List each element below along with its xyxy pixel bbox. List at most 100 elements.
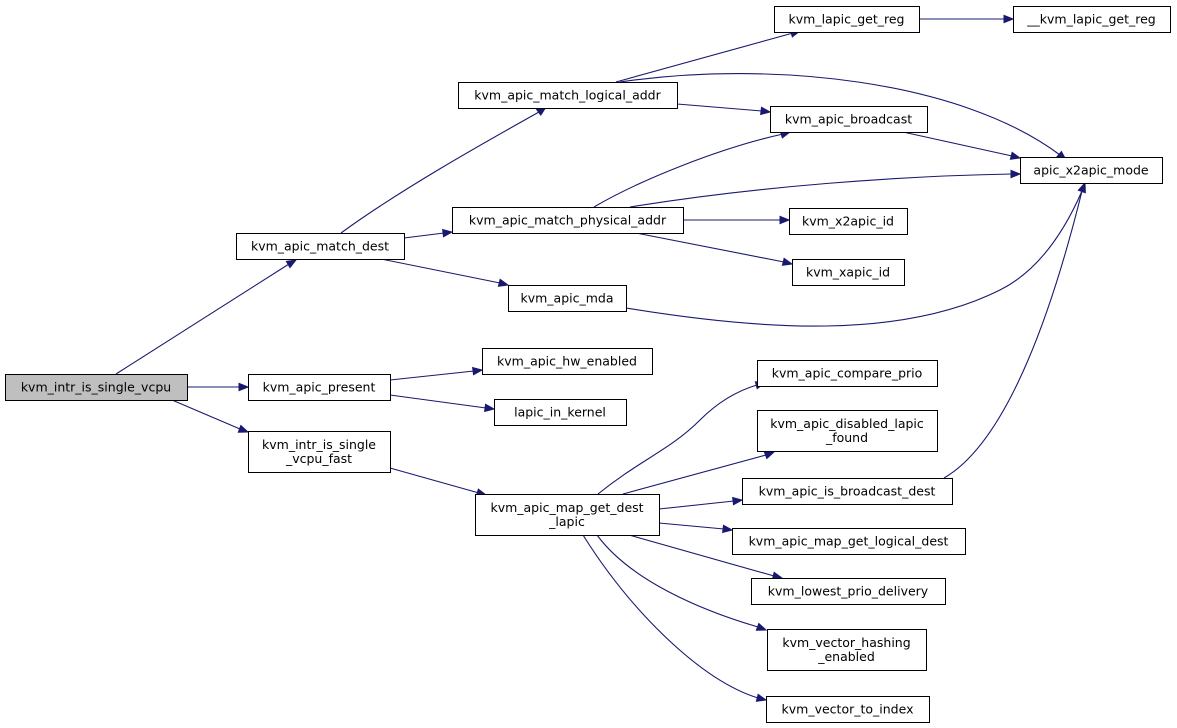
node-map-logical-dest[interactable]: kvm_apic_map_get_logical_dest xyxy=(732,528,966,555)
edge-line xyxy=(635,232,785,263)
edge-root-to-single_fast xyxy=(171,399,250,433)
edge-mda-to-x2apic_mode xyxy=(625,181,1086,327)
node-match-logical[interactable]: kvm_apic_match_logical_addr xyxy=(458,82,678,109)
edge-map_get_dest-to-hashing_enabled xyxy=(596,534,768,631)
node-lowest-prio[interactable]: kvm_lowest_prio_delivery xyxy=(751,578,946,605)
edge-line xyxy=(582,534,759,699)
node-box xyxy=(452,207,684,234)
node-hashing-enabled[interactable]: kvm_vector_hashing_enabled xyxy=(767,629,927,671)
node-box xyxy=(757,360,938,387)
node-hw-enabled[interactable]: kvm_apic_hw_enabled xyxy=(482,348,653,375)
arrowhead xyxy=(285,259,298,269)
edge-match_dest-to-mda xyxy=(380,258,510,287)
arrowhead xyxy=(1010,169,1022,179)
edge-map_get_dest-to-map_logical_dest xyxy=(658,522,734,534)
node-label: kvm_intr_is_single xyxy=(262,437,376,452)
edge-line xyxy=(380,258,501,284)
node-compare-prio[interactable]: kvm_apic_compare_prio xyxy=(757,360,938,387)
edge-line xyxy=(622,454,767,495)
node-label: __kvm_lapic_get_reg xyxy=(1026,12,1156,27)
node-disabled-lapic[interactable]: kvm_apic_disabled_lapic_found xyxy=(757,410,938,452)
arrowhead xyxy=(1077,181,1086,194)
arrowhead xyxy=(763,451,776,460)
node-xapic-id[interactable]: kvm_xapic_id xyxy=(792,259,905,286)
node-label: kvm_apic_match_physical_addr xyxy=(469,213,667,228)
edge-map_get_dest-to-is_broadcast_dest xyxy=(658,496,744,510)
node-label: kvm_apic_mda xyxy=(520,291,613,306)
edge-match_physical-to-xapic_id xyxy=(635,232,794,266)
node-label: kvm_vector_to_index xyxy=(782,702,914,717)
node-layer: kvm_intr_is_single_vcpu kvm_apic_match_de… xyxy=(5,6,1171,723)
edge-line xyxy=(628,534,775,577)
edge-root-to-present xyxy=(187,382,250,392)
node-label: kvm_apic_broadcast xyxy=(785,112,912,127)
node-box xyxy=(792,259,905,286)
node-box xyxy=(1020,157,1163,184)
node-box xyxy=(1013,6,1171,33)
node-label: kvm_apic_map_get_logical_dest xyxy=(749,534,949,549)
node-label: kvm_apic_compare_prio xyxy=(772,366,923,381)
node-label: kvm_vector_hashing xyxy=(782,635,910,650)
edge-line xyxy=(596,534,759,628)
node-box xyxy=(742,478,953,505)
node-mda[interactable]: kvm_apic_mda xyxy=(508,285,627,312)
node-x2apic-mode[interactable]: apic_x2apic_mode xyxy=(1020,157,1163,184)
node-single-fast[interactable]: kvm_intr_is_single_vcpu_fast xyxy=(248,431,391,473)
node-match-physical[interactable]: kvm_apic_match_physical_addr xyxy=(452,207,684,234)
arrowhead xyxy=(755,622,768,631)
node-map-get-dest[interactable]: kvm_apic_map_get_dest_lapic xyxy=(475,494,660,536)
node-vector-to-index[interactable]: kvm_vector_to_index xyxy=(766,696,930,723)
node-box xyxy=(757,410,938,452)
edge-line xyxy=(389,394,487,409)
node-label: kvm_x2apic_id xyxy=(802,214,894,229)
node-is-broadcast-dest[interactable]: kvm_apic_is_broadcast_dest xyxy=(742,478,953,505)
edge-line xyxy=(615,32,794,83)
arrowhead xyxy=(237,424,250,433)
edge-line xyxy=(619,73,1061,156)
node-label: _enabled xyxy=(817,649,875,664)
arrowhead xyxy=(760,106,772,116)
arrowhead xyxy=(779,215,791,225)
node-lapic-get-reg[interactable]: kvm_lapic_get_reg xyxy=(774,6,920,33)
arrowhead xyxy=(497,278,510,287)
node-label: kvm_lapic_get_reg xyxy=(789,12,905,27)
node-broadcast[interactable]: kvm_apic_broadcast xyxy=(770,106,928,133)
node-box xyxy=(482,348,653,375)
node-lapic-in-kernel[interactable]: lapic_in_kernel xyxy=(494,399,627,426)
node-box xyxy=(494,399,627,426)
node-box xyxy=(236,233,405,260)
node-label: _found xyxy=(825,430,868,445)
edge-line xyxy=(389,467,480,494)
edge-lapic_get_reg-to-__lapic_get_reg xyxy=(919,14,1015,24)
node-box xyxy=(770,106,928,133)
node-label: kvm_apic_map_get_dest xyxy=(490,500,643,515)
arrowhead xyxy=(1003,14,1015,24)
node-label: lapic_in_kernel xyxy=(514,405,606,420)
node-box xyxy=(732,528,966,555)
edge-broadcast-to-x2apic_mode xyxy=(902,131,1022,160)
arrowhead xyxy=(472,366,484,376)
edge-line xyxy=(593,133,784,208)
node-box xyxy=(766,696,930,723)
edge-match_physical-to-x2apic_mode xyxy=(629,169,1022,208)
edge-line xyxy=(625,190,1083,327)
node-box xyxy=(789,208,908,235)
node-match-dest[interactable]: kvm_apic_match_dest xyxy=(236,233,405,260)
node-root[interactable]: kvm_intr_is_single_vcpu xyxy=(5,374,188,401)
arrowhead xyxy=(238,382,250,392)
edge-line xyxy=(115,263,290,375)
node---lapic-get-reg[interactable]: __kvm_lapic_get_reg xyxy=(1013,6,1171,33)
node-label: kvm_lowest_prio_delivery xyxy=(768,584,929,599)
edge-line xyxy=(389,370,475,381)
node-label: kvm_apic_match_dest xyxy=(251,239,389,254)
edge-match_logical-to-broadcast xyxy=(676,103,772,116)
node-present[interactable]: kvm_apic_present xyxy=(248,374,391,401)
edge-map_get_dest-to-disabled_lapic xyxy=(622,451,776,495)
node-box xyxy=(751,578,946,605)
arrowhead xyxy=(442,228,454,238)
edge-line xyxy=(340,111,540,234)
node-box xyxy=(458,82,678,109)
node-box xyxy=(767,629,927,671)
edge-is_broadcast_dest-to-x2apic_mode xyxy=(943,181,1086,479)
node-x2apic-id[interactable]: kvm_x2apic_id xyxy=(789,208,908,235)
